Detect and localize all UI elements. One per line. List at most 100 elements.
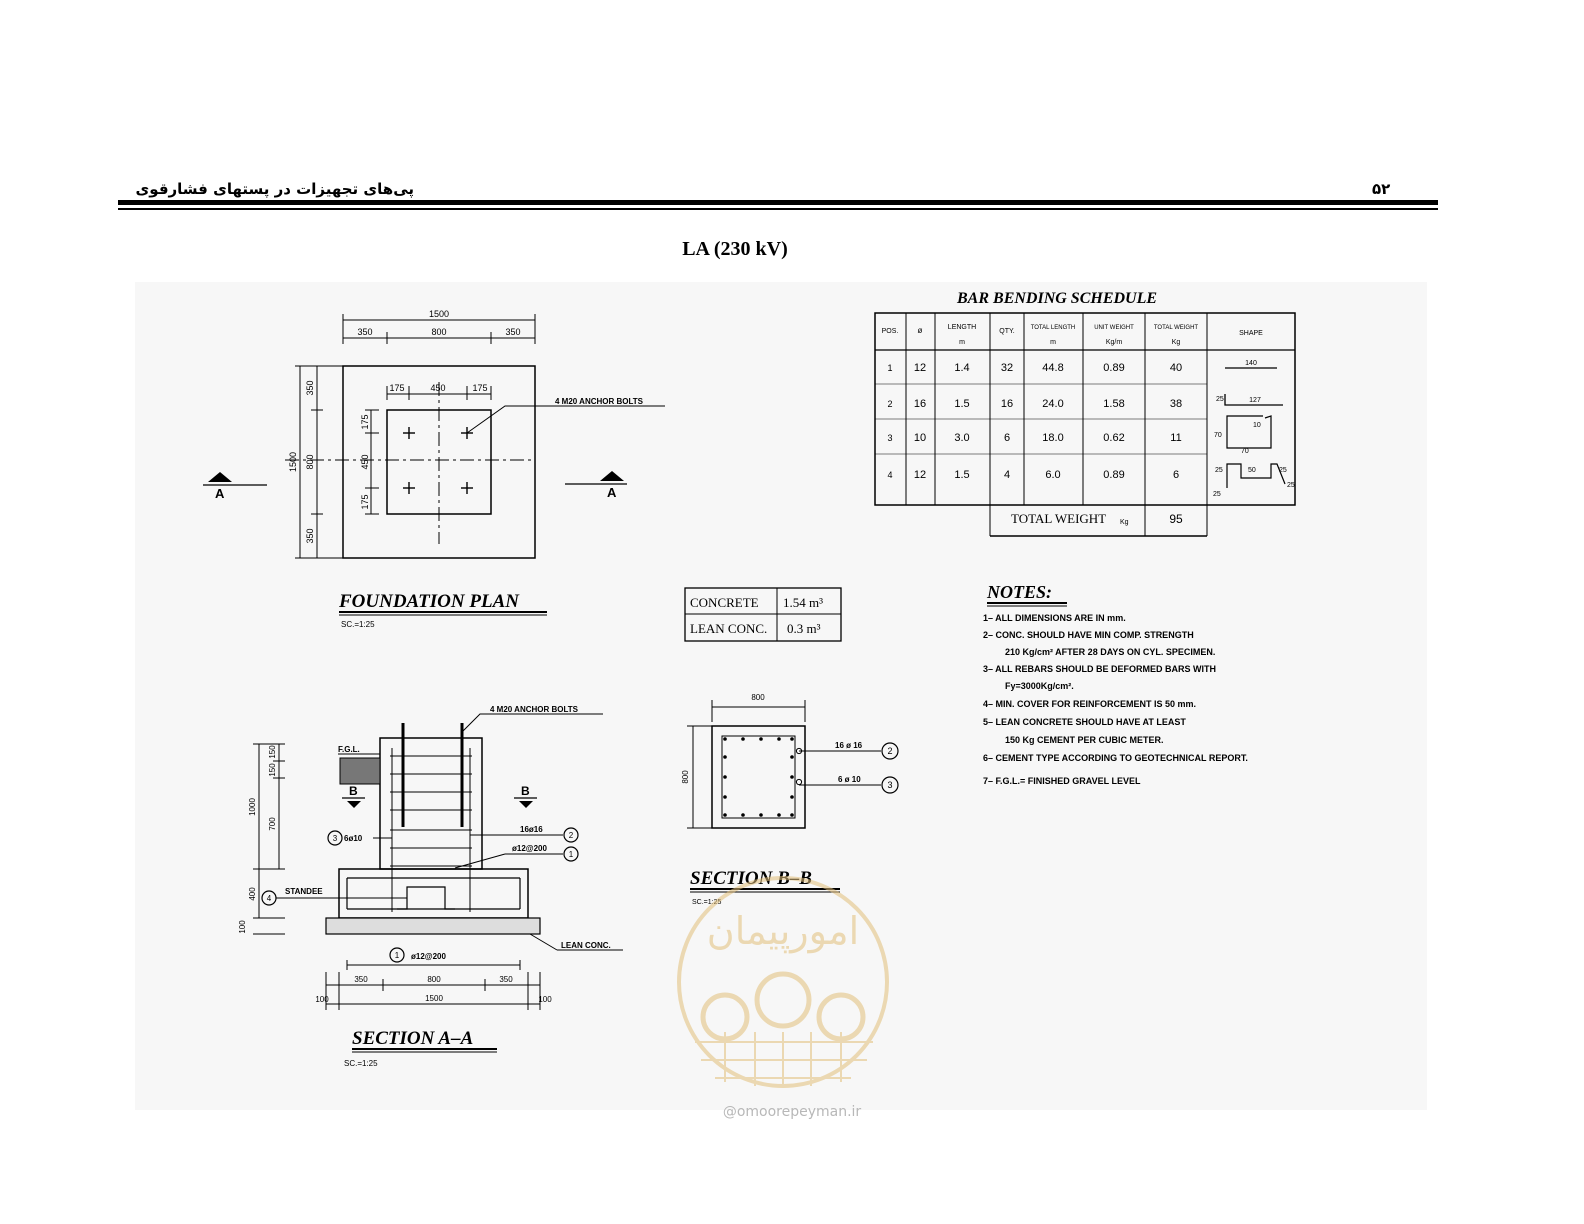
aa-dim-400: 400 bbox=[248, 887, 257, 901]
section-mark-b-left: B bbox=[342, 784, 365, 808]
r2-unit-weight: 1.58 bbox=[1103, 398, 1124, 410]
aa-dim-150-b: 150 bbox=[268, 763, 277, 777]
note-line-3: 210 Kg/cm² AFTER 28 DAYS ON CYL. SPECIME… bbox=[1005, 647, 1215, 657]
aa-dim-bottom-overall: 1500 bbox=[425, 994, 443, 1003]
concrete-value: 1.54 m³ bbox=[783, 595, 823, 610]
hdr-total-weight-unit: Kg bbox=[1172, 339, 1181, 346]
note-line-2: 2– CONC. SHOULD HAVE MIN COMP. STRENGTH bbox=[983, 630, 1194, 640]
svg-text:25: 25 bbox=[1213, 491, 1221, 498]
r4-total-weight: 6 bbox=[1173, 469, 1179, 481]
plan-dim-inner-left-3: 175 bbox=[360, 494, 370, 509]
aa-bar2-label: 16ø16 bbox=[520, 825, 543, 834]
hdr-unit-weight: UNIT WEIGHT bbox=[1094, 325, 1134, 331]
plan-dim-top-3: 350 bbox=[505, 327, 520, 337]
foundation-plan-scale: SC.=1:25 bbox=[341, 620, 375, 629]
r1-length: 1.4 bbox=[954, 362, 969, 374]
lean-concrete-section bbox=[325, 917, 541, 935]
section-bb-outline bbox=[711, 725, 806, 829]
svg-text:70: 70 bbox=[1214, 432, 1222, 439]
page-number: ۵۲ bbox=[1372, 180, 1391, 198]
svg-text:25: 25 bbox=[1216, 396, 1224, 403]
r1-unit-weight: 0.89 bbox=[1103, 362, 1124, 374]
aa-standee-label: STANDEE bbox=[285, 887, 323, 896]
svg-text:4: 4 bbox=[267, 894, 272, 903]
watermark-logo: امورپیمان bbox=[677, 876, 889, 1088]
bar-bending-schedule: BAR BENDING SCHEDULE POS. ø LENGTH m QTY… bbox=[874, 290, 1296, 537]
svg-text:1: 1 bbox=[395, 951, 400, 960]
plan-dim-inner-top-3: 175 bbox=[472, 383, 487, 393]
note-line-10: 7– F.G.L.= FINISHED GRAVEL LEVEL bbox=[983, 776, 1141, 786]
r2-total-weight: 38 bbox=[1170, 398, 1182, 410]
book-title: پی‌های تجهیزات در پستهای فشارقوی bbox=[135, 180, 414, 198]
svg-text:3: 3 bbox=[887, 780, 892, 790]
section-mark-a-left: A bbox=[203, 472, 267, 501]
plan-dim-overall-top: 1500 bbox=[429, 309, 449, 319]
footing-section bbox=[338, 868, 529, 919]
note-line-8: 150 Kg CEMENT PER CUBIC METER. bbox=[1005, 735, 1164, 745]
hdr-qty: QTY. bbox=[999, 328, 1014, 335]
notes-title: NOTES: bbox=[986, 582, 1052, 602]
bb-dim-left: 800 bbox=[681, 770, 690, 784]
hdr-shape: SHAPE bbox=[1239, 330, 1263, 337]
section-mark-b-right: B bbox=[514, 784, 537, 808]
hdr-total-weight: TOTAL WEIGHT bbox=[1154, 325, 1199, 331]
r2-length: 1.5 bbox=[954, 398, 969, 410]
aa-dim-bottom-2: 800 bbox=[427, 975, 441, 984]
r4-total-length: 6.0 bbox=[1045, 469, 1060, 481]
drawing-sheet: 4 M20 ANCHOR BOLTS 1500 350 800 350 175 … bbox=[135, 282, 1427, 1110]
svg-text:10: 10 bbox=[1253, 422, 1261, 429]
svg-text:70: 70 bbox=[1241, 448, 1249, 455]
r4-dia: 12 bbox=[914, 469, 926, 481]
note-line-1: 1– ALL DIMENSIONS ARE IN mm. bbox=[983, 613, 1126, 623]
r3-unit-weight: 0.62 bbox=[1103, 432, 1124, 444]
section-bb-scale: SC.=1:25 bbox=[692, 899, 721, 906]
r3-total-length: 18.0 bbox=[1042, 432, 1063, 444]
aa-dim-1000: 1000 bbox=[248, 798, 257, 816]
r1-total-weight: 40 bbox=[1170, 362, 1182, 374]
section-bb-title: SECTION B–B bbox=[690, 868, 812, 889]
plan-dim-top-2: 800 bbox=[431, 327, 446, 337]
lean-value: 0.3 m³ bbox=[787, 621, 821, 636]
aa-dim-bottom-right-100: 100 bbox=[538, 995, 552, 1004]
hdr-pos: POS. bbox=[882, 328, 899, 335]
svg-text:25: 25 bbox=[1279, 467, 1287, 474]
aa-bar1-label: ø12@200 bbox=[512, 844, 547, 853]
total-weight-unit: Kg bbox=[1120, 519, 1129, 526]
watermark-text: امورپیمان bbox=[707, 909, 859, 954]
r1-qty: 32 bbox=[1001, 362, 1013, 374]
svg-text:140: 140 bbox=[1245, 360, 1257, 367]
drawing-canvas: 4 M20 ANCHOR BOLTS 1500 350 800 350 175 … bbox=[203, 290, 1296, 1088]
note-line-4: 3– ALL REBARS SHOULD BE DEFORMED BARS WI… bbox=[983, 664, 1216, 674]
aa-bar3-label: 6ø10 bbox=[344, 834, 363, 843]
aa-dim-150-a: 150 bbox=[268, 745, 277, 759]
r4-unit-weight: 0.89 bbox=[1103, 469, 1124, 481]
aa-dim-700: 700 bbox=[268, 817, 277, 831]
plan-dim-overall-left: 1500 bbox=[288, 452, 298, 472]
anchor-leader bbox=[466, 405, 665, 434]
svg-text:25: 25 bbox=[1287, 482, 1295, 489]
hdr-length: LENGTH bbox=[948, 324, 976, 331]
plan-dim-left-3: 350 bbox=[305, 528, 315, 543]
aa-dim-bottom-3: 350 bbox=[499, 975, 513, 984]
r4-length: 1.5 bbox=[954, 469, 969, 481]
r2-total-length: 24.0 bbox=[1042, 398, 1063, 410]
aa-bar1-bottom-label: ø12@200 bbox=[411, 952, 446, 961]
note-line-6: 4– MIN. COVER FOR REINFORCEMENT IS 50 mm… bbox=[983, 699, 1196, 709]
svg-text:B: B bbox=[521, 784, 530, 798]
plan-dim-inner-left-1: 175 bbox=[360, 414, 370, 429]
r1-total-length: 44.8 bbox=[1042, 362, 1063, 374]
aa-dim-bottom-1: 350 bbox=[354, 975, 368, 984]
section-aa-title: SECTION A–A bbox=[352, 1028, 473, 1049]
plan-dim-inner-top-1: 175 bbox=[389, 383, 404, 393]
r2-qty: 16 bbox=[1001, 398, 1013, 410]
plan-dim-left-2: 800 bbox=[305, 454, 315, 469]
section-bb: 800 800 16 ø 16 2 6 ø 10 3 SECTION B–B S… bbox=[681, 693, 899, 906]
hdr-dia: ø bbox=[918, 326, 923, 335]
foundation-plan-title: FOUNDATION PLAN bbox=[338, 591, 520, 612]
total-weight-label: TOTAL WEIGHT bbox=[1011, 511, 1106, 526]
foundation-plan: 4 M20 ANCHOR BOLTS 1500 350 800 350 175 … bbox=[203, 309, 665, 629]
header-rule-thin bbox=[118, 208, 1438, 210]
notes: NOTES: 1– ALL DIMENSIONS ARE IN mm. 2– C… bbox=[983, 582, 1248, 786]
plan-dim-top-1: 350 bbox=[357, 327, 372, 337]
header-rule bbox=[118, 200, 1438, 205]
